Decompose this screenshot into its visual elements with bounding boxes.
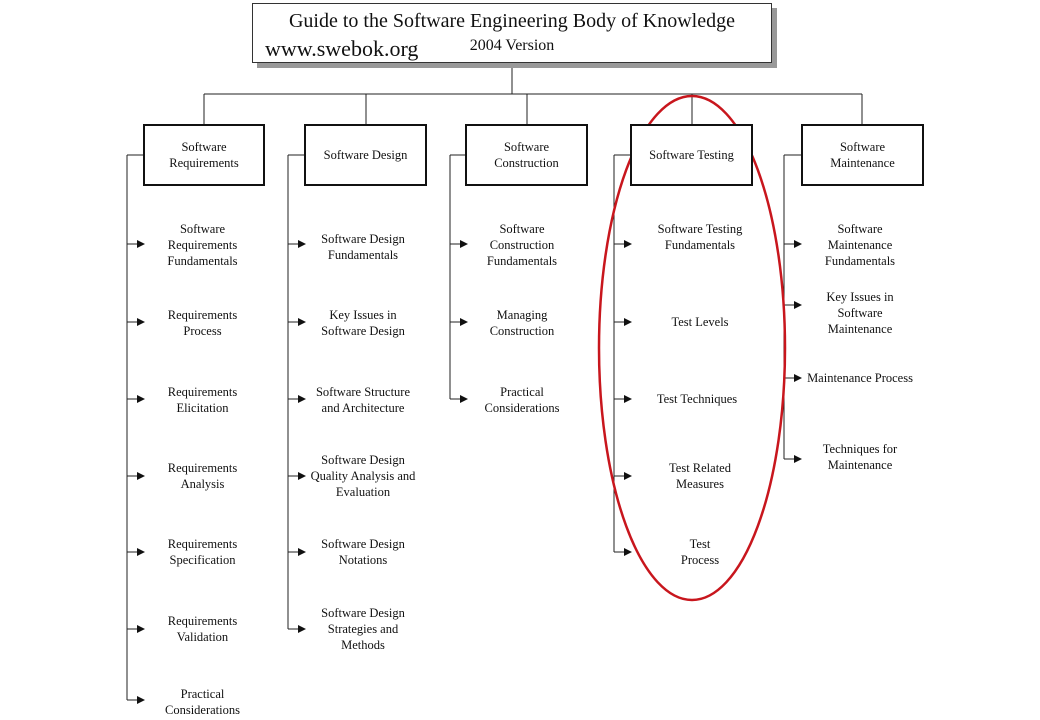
topic-arrow-icon [137,696,145,704]
highlight-ellipse [597,94,787,602]
topic-arrow-icon [624,472,632,480]
topic-requirements-elicitation: Requirements Elicitation [167,385,238,415]
area-box-maintenance: Software Maintenance [801,124,924,186]
topic-maintenance-process: Maintenance Process [807,371,913,385]
topic-testing-techniques: Test Techniques [656,392,738,406]
topic-arrow-icon [298,395,306,403]
topic-arrow-icon [624,395,632,403]
topic-arrow-icon [794,374,802,382]
topic-arrow-icon [298,240,306,248]
topic-requirements-process: Requirements Process [167,308,238,338]
topic-design-strategies: Software Design Strategies and Methods [321,606,405,652]
topic-testing-process: Test Process [680,537,720,567]
topic-arrow-icon [298,318,306,326]
topic-design-fundamentals: Software Design Fundamentals [321,232,405,262]
area-box-construction: Software Construction [465,124,588,186]
topic-design-structure: Software Structure and Architecture [315,385,411,415]
swebok-url[interactable]: www.swebok.org [263,36,421,62]
topic-requirements-practical: Practical Considerations [165,687,240,717]
topic-arrow-icon [298,548,306,556]
topic-arrow-icon [794,240,802,248]
topic-requirements-analysis: Requirements Analysis [167,461,238,491]
topic-testing-fundamentals: Software Testing Fundamentals [657,222,743,252]
topic-construction-managing: Managing Construction [489,308,555,338]
topic-arrow-icon [137,472,145,480]
topic-arrow-icon [298,472,306,480]
topic-maintenance-techniques: Techniques for Maintenance [822,442,898,472]
topic-arrow-icon [137,318,145,326]
topic-arrow-icon [460,240,468,248]
topic-arrow-icon [794,301,802,309]
title-line2: 2004 Version [469,37,555,54]
topic-arrow-icon [624,548,632,556]
area-box-testing: Software Testing [630,124,753,186]
topic-arrow-icon [298,625,306,633]
title-line1: Guide to the Software Engineering Body o… [288,10,735,32]
topic-arrow-icon [137,395,145,403]
topic-design-notations: Software Design Notations [321,537,405,567]
topic-testing-levels: Test Levels [671,315,729,329]
area-box-design: Software Design [304,124,427,186]
topic-arrow-icon [460,318,468,326]
topic-design-quality: Software Design Quality Analysis and Eva… [310,453,416,499]
topic-requirements-specification: Requirements Specification [167,537,238,567]
title-box: Guide to the Software Engineering Body o… [252,3,772,63]
topic-arrow-icon [460,395,468,403]
topic-maintenance-fundamentals: Software Maintenance Fundamentals [824,222,896,268]
topic-construction-fundamentals: Software Construction Fundamentals [486,222,558,268]
topic-testing-measures: Test Related Measures [669,461,731,491]
topic-requirements-fundamentals: Software Requirements Fundamentals [167,222,238,268]
topic-design-key-issues: Key Issues in Software Design [321,308,405,338]
topic-arrow-icon [794,455,802,463]
topic-arrow-icon [137,548,145,556]
topic-arrow-icon [624,318,632,326]
topic-requirements-validation: Requirements Validation [167,614,238,644]
topic-arrow-icon [137,625,145,633]
topic-arrow-icon [137,240,145,248]
topic-maintenance-key-issues: Key Issues in Software Maintenance [826,290,894,336]
topic-arrow-icon [624,240,632,248]
area-box-requirements: Software Requirements [143,124,265,186]
topic-construction-practical: Practical Considerations [484,385,560,415]
